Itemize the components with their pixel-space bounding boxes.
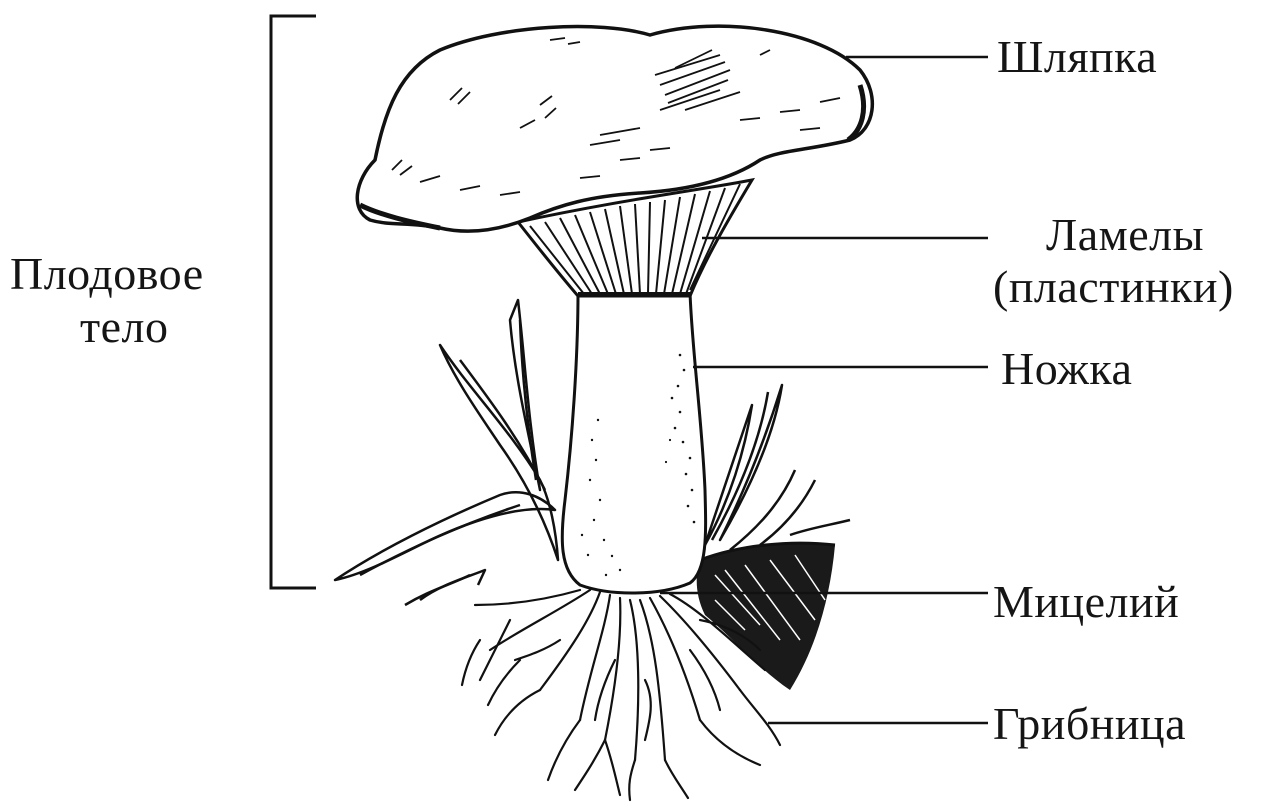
stem xyxy=(562,292,705,593)
cap xyxy=(357,26,872,231)
soil-patch xyxy=(697,543,835,690)
label-gills-subtitle: (пластинки) xyxy=(993,263,1234,311)
label-fruiting-body: Плодовое xyxy=(10,250,204,298)
label-gills: Ламелы xyxy=(1046,211,1204,259)
label-cap: Шляпка xyxy=(997,33,1157,81)
label-stem: Ножка xyxy=(1001,345,1132,393)
label-fruiting-body-line2: тело xyxy=(80,303,168,351)
label-mycelium: Мицелий xyxy=(993,578,1179,626)
label-hyphae: Грибница xyxy=(993,700,1186,748)
fruiting-body-bracket xyxy=(271,16,316,588)
